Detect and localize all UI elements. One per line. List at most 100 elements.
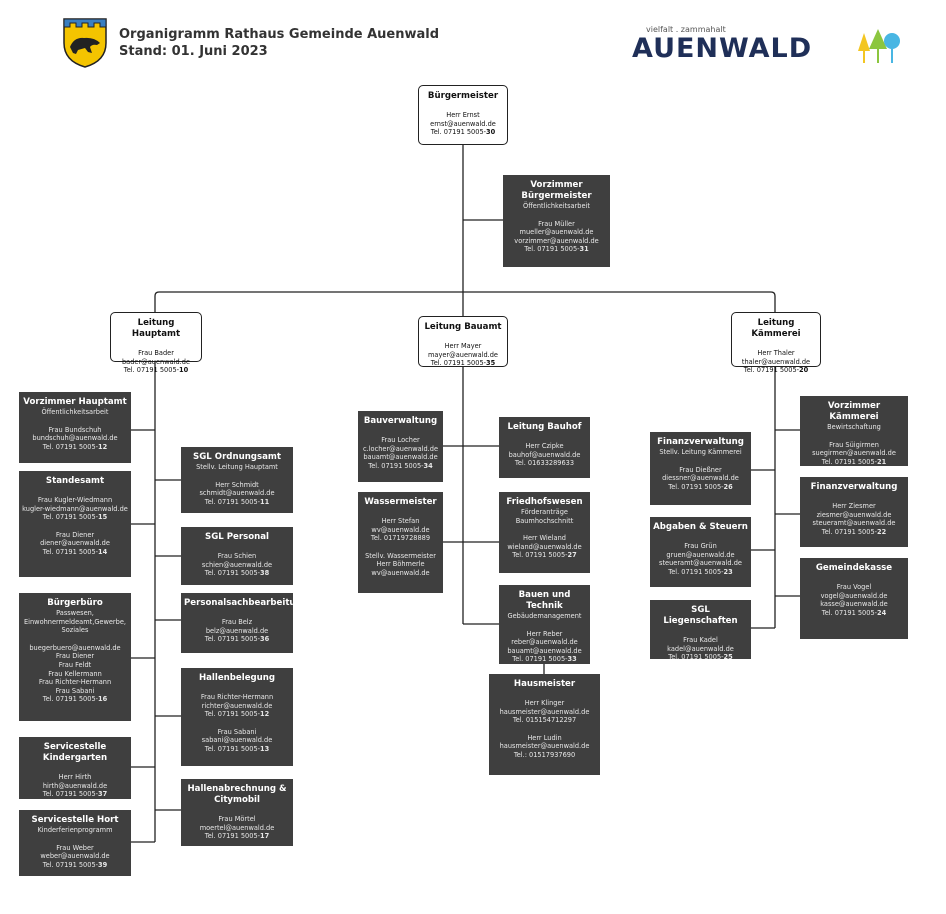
unit-ext-2: 14 (98, 547, 108, 556)
unit-tel: Tel. 07191 5005- (368, 461, 424, 470)
unit-contact-2: Herr Ludin hausmeister@auenwald.de Tel.:… (499, 733, 590, 759)
unit-vorzimmer-hauptamt: Vorzimmer Hauptamt Öffentlichkeitsarbeit… (19, 392, 131, 463)
unit-tel: Tel. 07191 5005- (430, 359, 487, 368)
unit-hallenabrechnung: Hallenabrechnung & Citymobil Frau Mörtel… (181, 779, 293, 846)
unit-ext: 10 (179, 366, 189, 375)
unit-friedhofswesen: Friedhofswesen Förderanträge Baumhochsch… (499, 492, 590, 573)
unit-tel: Tel. 07191 5005- (204, 569, 261, 578)
unit-contact-2: Frau Sabani sabani@auenwald.de (201, 727, 273, 745)
unit-tel: Tel. 07191 5005- (743, 366, 800, 375)
unit-vorzimmer-kaemmerei: Vorzimmer Kämmerei Bewirtschaftung Frau … (800, 396, 908, 466)
unit-contact: Frau Locher c.locher@auenwald.de bauamt@… (363, 436, 438, 462)
unit-title: SGL Personal (205, 532, 269, 542)
unit-ext: 23 (723, 567, 733, 576)
unit-ext: 12 (260, 710, 270, 719)
unit-tel: Tel. 07191 5005- (668, 567, 724, 576)
unit-tel: Tel. 07191 5005- (430, 128, 487, 137)
unit-contact: Herr Stefan wv@auenwald.de Tel. 01719728… (370, 517, 431, 543)
unit-ext: 34 (423, 461, 433, 470)
unit-title: SGL Ordnungsamt (193, 452, 281, 462)
unit-contact: Frau Belz belz@auenwald.de (205, 618, 269, 635)
unit-title: Bürgermeister (427, 91, 499, 101)
unit-contact: Herr Hirth hirth@auenwald.de (42, 773, 108, 790)
unit-tel: Tel. 07191 5005- (668, 653, 724, 662)
unit-ext-2: 13 (260, 744, 270, 753)
unit-ext: 39 (98, 860, 108, 869)
unit-ext: 35 (486, 359, 496, 368)
unit-hallenbelegung: Hallenbelegung Frau Richter-Hermann rich… (181, 668, 293, 766)
unit-ext: 20 (799, 366, 809, 375)
unit-contact: Frau Bader bader@auenwald.de (121, 349, 191, 366)
unit-tel: Tel. 07191 5005- (668, 482, 724, 491)
unit-title: Leitung Bauhof (507, 422, 582, 432)
auenwald-logo: vielfalt . zammahalt AUENWALD (632, 25, 902, 70)
page-title: Organigramm Rathaus Gemeinde Auenwald St… (119, 26, 439, 60)
unit-ext: 21 (877, 457, 887, 466)
unit-contact: buegerbuero@auenwald.de Frau Diener Frau… (29, 643, 121, 695)
unit-personalsachbearbeitung: Personalsachbearbeitung Frau Belz belz@a… (181, 593, 308, 653)
unit-title: Leitung Kämmerei (751, 318, 801, 339)
unit-contact: Herr Ernst ernst@auenwald.de (430, 111, 496, 128)
unit-title: Bauverwaltung (363, 416, 438, 426)
unit-title: Leitung Hauptamt (131, 318, 181, 339)
unit-tel-2: Tel. 07191 5005- (204, 744, 261, 753)
unit-contact: Frau Kugler-Wiedmann kugler-wiedmann@aue… (22, 496, 128, 513)
unit-subtitle: Gebäudemanagement (507, 612, 582, 620)
unit-tel: Tel. 07191 5005- (42, 860, 99, 869)
unit-tel: Tel. 07191 5005- (42, 513, 99, 522)
unit-gemeindekasse: Gemeindekasse Frau Vogel vogel@auenwald.… (800, 558, 908, 639)
unit-title: Vorzimmer Hauptamt (23, 397, 127, 407)
unit-tel: Tel. 07191 5005- (204, 710, 261, 719)
unit-contact: Frau Müller mueller@auenwald.de vorzimme… (514, 219, 599, 245)
unit-tel: Tel. 07191 5005- (821, 457, 878, 466)
trees-icon (858, 29, 900, 63)
unit-subtitle: Stellv. Leitung Kämmerei (659, 448, 742, 456)
unit-tel: Tel. 07191 5005- (42, 695, 99, 704)
unit-ext: 15 (98, 513, 108, 522)
unit-ext: 24 (877, 608, 887, 617)
unit-bauverwaltung: Bauverwaltung Frau Locher c.locher@auenw… (358, 411, 443, 482)
unit-standesamt: Standesamt Frau Kugler-Wiedmann kugler-w… (19, 471, 131, 577)
unit-wassermeister: Wassermeister Herr Stefan wv@auenwald.de… (358, 492, 443, 593)
unit-tel: Tel. 07191 5005- (821, 527, 878, 536)
unit-tel: Tel. 07191 5005- (204, 832, 261, 841)
unit-contact-2: Frau Diener diener@auenwald.de (40, 530, 110, 548)
unit-leitung-kaemmerei: Leitung Kämmerei Herr Thaler thaler@auen… (731, 312, 821, 374)
unit-tel-2: Tel. 07191 5005- (42, 547, 99, 556)
unit-servicestelle-kindergarten: Servicestelle Kindergarten Herr Hirth hi… (19, 737, 131, 799)
unit-ext: 22 (877, 527, 887, 536)
unit-subtitle: Bewirtschaftung (827, 423, 881, 431)
unit-buergermeister: Bürgermeister Herr Ernst ernst@auenwald.… (418, 85, 508, 145)
unit-title: Vorzimmer Kämmerei (827, 401, 881, 422)
logo-wordmark: AUENWALD (632, 33, 813, 64)
title-line-2: Stand: 01. Juni 2023 (119, 44, 268, 59)
unit-finanzverwaltung-2: Finanzverwaltung Herr Ziesmer ziesmer@au… (800, 477, 908, 547)
unit-finanzverwaltung-1: Finanzverwaltung Stellv. Leitung Kämmere… (650, 432, 751, 505)
unit-servicestelle-hort: Servicestelle Hort Kinderferienprogramm … (19, 810, 131, 876)
unit-ext: 36 (260, 635, 270, 644)
unit-contact: Frau Vogel vogel@auenwald.de kasse@auenw… (820, 583, 888, 609)
unit-sgl-ordnungsamt: SGL Ordnungsamt Stellv. Leitung Hauptamt… (181, 447, 293, 513)
unit-ext: 31 (579, 245, 589, 254)
unit-title: Servicestelle Hort (31, 815, 119, 825)
unit-title: Finanzverwaltung (810, 482, 898, 492)
unit-contact: Herr Czipke bauhof@auenwald.de Tel. 0163… (508, 442, 581, 468)
unit-ext: 27 (567, 551, 577, 560)
unit-tel: Tel. 07191 5005- (512, 655, 568, 664)
unit-contact: Frau Süigirmen suegirmen@auenwald.de (812, 440, 896, 458)
unit-leitung-hauptamt: Leitung Hauptamt Frau Bader bader@auenwa… (110, 312, 202, 374)
unit-vorzimmer-buergermeister: Vorzimmer Bürgermeister Öffentlichkeitsa… (503, 175, 610, 267)
unit-ext: 33 (567, 655, 577, 664)
unit-title: Servicestelle Kindergarten (42, 742, 108, 763)
unit-ext: 12 (98, 442, 108, 451)
unit-tel: Tel. 07191 5005- (42, 790, 99, 799)
unit-contact: Frau Dießner diessner@auenwald.de (662, 465, 739, 483)
unit-title: Standesamt (45, 476, 105, 486)
unit-subtitle: Kinderferienprogramm (37, 826, 113, 834)
unit-title: Friedhofswesen (506, 497, 583, 507)
unit-contact: Herr Thaler thaler@auenwald.de (741, 349, 811, 366)
unit-contact: Frau Schien schien@auenwald.de (201, 552, 273, 569)
title-line-1: Organigramm Rathaus Gemeinde Auenwald (119, 27, 440, 42)
unit-tel: Tel. 07191 5005- (123, 366, 180, 375)
